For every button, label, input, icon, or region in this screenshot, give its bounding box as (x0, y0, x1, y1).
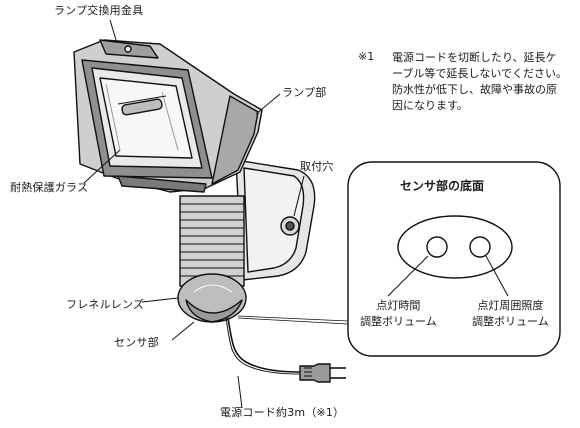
power-cord-label: 電源コード約3m（※1） (220, 406, 345, 419)
sensor-dome (177, 273, 247, 323)
time-adjust-line1: 点灯時間 (376, 299, 421, 312)
ribbed-neck (179, 195, 245, 287)
sensor-underside (397, 215, 513, 279)
illuminance-adjust-knob (469, 236, 491, 258)
sensor-part-label: センサ部 (114, 336, 159, 349)
time-adjust-knob (426, 236, 448, 258)
sensor-panel-title: センサ部の底面 (400, 179, 485, 193)
note-text: 電源コードを切断したり、延長ケーブル等で延長しないでください。防水性が低下し、故… (392, 51, 568, 112)
power-cord (225, 317, 301, 375)
mount-hole-label: 取付穴 (300, 160, 334, 173)
illuminance-adjust-line2: 調整ボリューム (472, 315, 549, 328)
mount-bracket (235, 159, 316, 281)
power-plug (299, 363, 346, 383)
fresnel-lens-label: フレネルレンズ (66, 298, 145, 311)
mount-hole (280, 216, 300, 236)
sensor-callout-lines (237, 315, 349, 325)
illuminance-adjust-label: 点灯周囲照度 調整ボリューム (472, 298, 549, 330)
lamp-head (73, 39, 263, 193)
lamp-cover-label: ランプ交換用金具 (54, 4, 144, 17)
heat-glass-label: 耐熱保護ガラス (10, 181, 89, 194)
time-adjust-line2: 調整ボリューム (360, 315, 437, 328)
lamp-part-label: ランプ部 (282, 86, 327, 99)
time-adjust-label: 点灯時間 調整ボリューム (360, 298, 437, 330)
note-mark: ※1 (358, 50, 375, 63)
illuminance-adjust-line1: 点灯周囲照度 (477, 299, 544, 312)
leader-lines (83, 19, 509, 409)
